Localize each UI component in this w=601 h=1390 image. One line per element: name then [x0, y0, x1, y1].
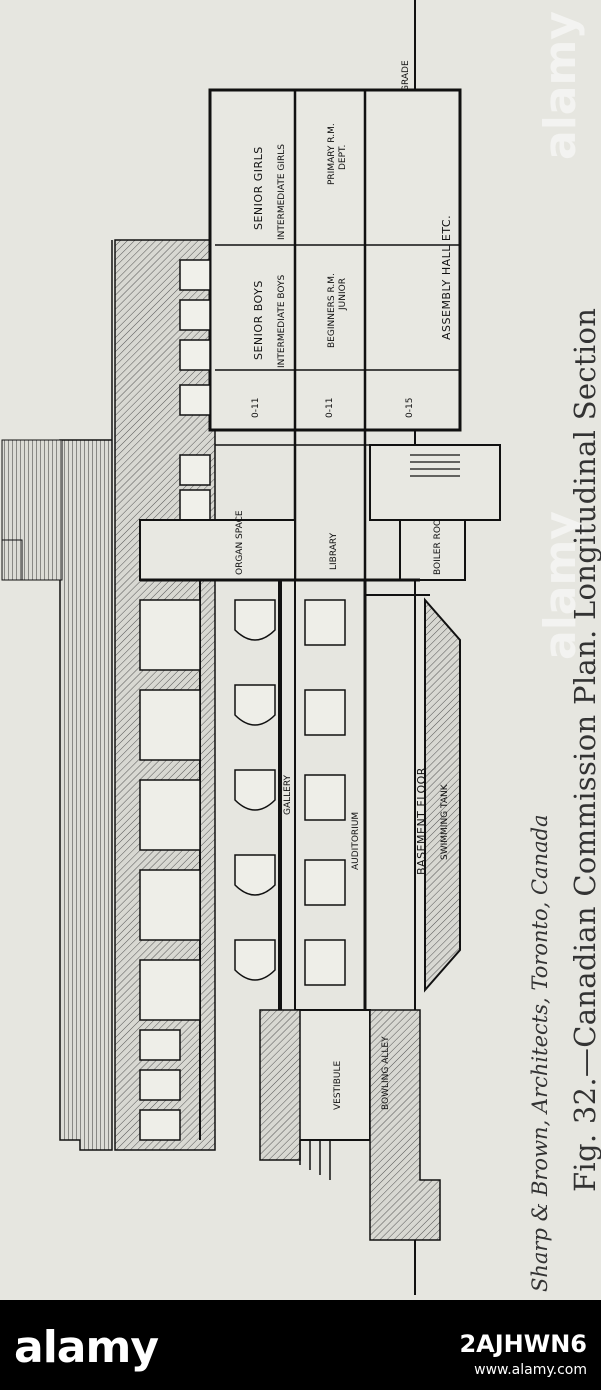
auditorium-windows — [304, 599, 346, 986]
label-library: LIBRARY — [329, 532, 339, 570]
label-senior-boys: SENIOR BOYS — [252, 280, 265, 360]
image-code: 2AJHWN6 — [459, 1330, 587, 1358]
swimming-tank — [424, 597, 461, 993]
front-windows — [139, 1029, 181, 1141]
label-vestibule: VESTIBULE — [333, 1061, 343, 1110]
label-assembly-hall: ASSEMBLY HALL ETC. — [440, 215, 453, 340]
dimension-2: 0-11 — [325, 398, 335, 418]
dimension-1: 0-11 — [251, 398, 261, 418]
label-boiler-room: BOILER ROOM — [433, 511, 443, 575]
book-page: GRADE SENIOR GIRLS INTERMEDIATE GIRLS PR… — [1, 0, 601, 1295]
entrance-wall — [259, 1009, 301, 1161]
figure-caption: Fig. 32.—Canadian Commission Plan. Longi… — [568, 307, 601, 1192]
figure-credit: Sharp & Brown, Architects, Toronto, Cana… — [528, 814, 552, 1292]
watermark-top: alamy — [535, 11, 586, 160]
label-basement-floor: BASEMENT FLOOR — [415, 767, 428, 875]
tower-cap — [1, 539, 23, 581]
watermark-mid: alamy — [535, 511, 586, 660]
label-organ-space: ORGAN SPACE — [235, 510, 245, 575]
label-beginners-rm: BEGINNERS R.M. — [327, 273, 337, 348]
roof-mass — [59, 240, 113, 1151]
entrance-steps — [299, 1140, 331, 1180]
arched-windows — [234, 599, 276, 981]
clerestory-windows — [139, 599, 201, 1021]
label-swimming-tank: SWIMMING TANK — [440, 783, 450, 860]
organ-space-room — [139, 519, 296, 581]
label-intermediate-boys: INTERMEDIATE BOYS — [277, 275, 287, 368]
label-senior-girls: SENIOR GIRLS — [252, 146, 265, 230]
label-primary-rm: PRIMARY R.M. — [327, 123, 337, 185]
school-wing-windows — [179, 259, 211, 521]
label-intermediate-girls: INTERMEDIATE GIRLS — [277, 144, 287, 240]
bowling-alley-wall — [369, 1009, 441, 1241]
footer-url: www.alamy.com — [474, 1362, 587, 1378]
label-junior: JUNIOR — [338, 278, 348, 311]
label-auditorium: AUDITORIUM — [351, 812, 361, 870]
grade-label: GRADE — [401, 60, 411, 92]
stock-footer: alamy 2AJHWN6 www.alamy.com — [0, 1300, 601, 1390]
label-bowling-alley: BOWLING ALLEY — [381, 1036, 391, 1110]
vestibule — [294, 1009, 371, 1141]
label-dept: DEPT. — [338, 145, 348, 170]
stair-block — [369, 444, 501, 521]
alamy-logo: alamy — [14, 1322, 159, 1373]
dimension-3: 0-15 — [405, 398, 415, 418]
label-gallery: GALLERY — [283, 774, 293, 815]
boiler-room — [399, 519, 466, 581]
longitudinal-section-drawing: GRADE SENIOR GIRLS INTERMEDIATE GIRLS PR… — [1, 0, 586, 1295]
